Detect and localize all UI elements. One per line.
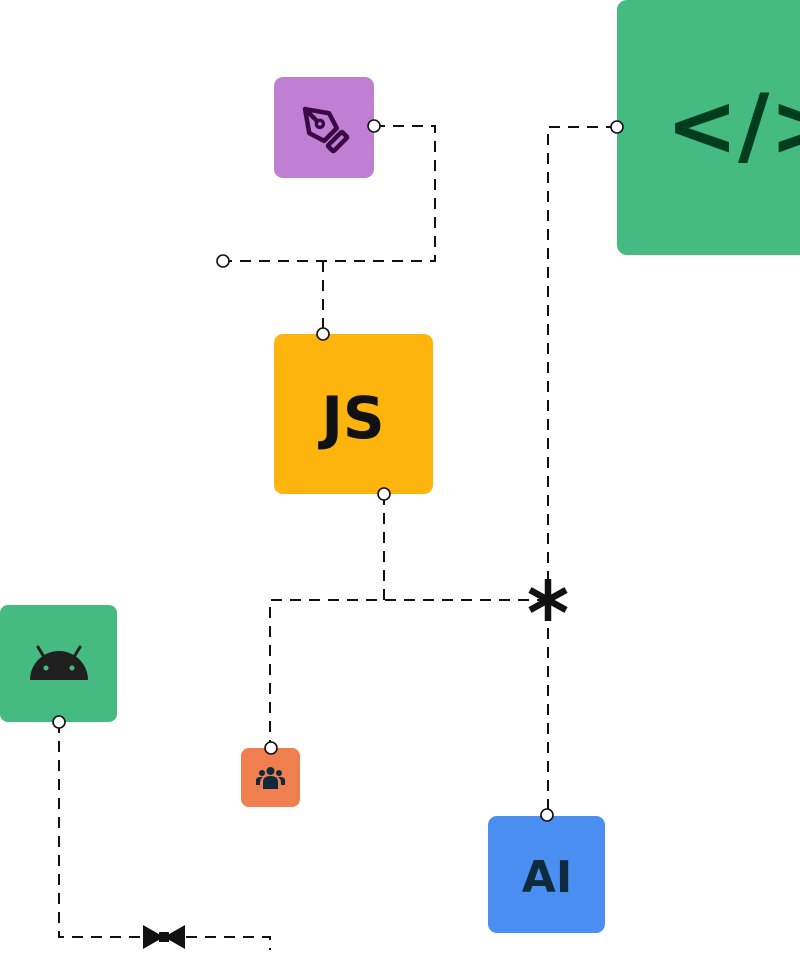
javascript-node-tile [274,334,433,494]
ai-node-label: AI [522,852,572,903]
users-icon [256,767,285,789]
asterisk-icon [528,579,568,621]
connectors [58,125,617,950]
code-node-tile [617,0,800,255]
port-left-endpoint[interactable] [216,254,230,268]
ports [52,119,624,822]
port-js-out[interactable] [377,487,391,501]
design-node-tile [274,77,374,178]
design-node[interactable] [274,77,374,178]
code-node-label: </> [666,76,800,176]
port-android-out[interactable] [52,715,66,729]
ai-node-tile [488,816,605,933]
javascript-node-label: JS [317,384,384,452]
android-icon [30,645,88,680]
connector-code-to-ai [547,126,617,815]
port-code-in[interactable] [610,120,624,134]
android-node[interactable] [0,605,117,722]
port-js-in[interactable] [316,327,330,341]
port-community-in[interactable] [264,741,278,755]
port-design-out[interactable] [367,119,381,133]
pen-tool-icon [302,106,350,154]
connector-android-to-link [58,722,271,950]
javascript-node[interactable]: JS [274,334,433,494]
code-node[interactable]: </> [617,0,800,255]
connector-design-to-js [223,125,436,334]
bowtie-icon [143,925,185,949]
community-node[interactable] [241,748,300,807]
port-ai-in[interactable] [540,808,554,822]
ai-node[interactable]: AI [488,816,605,933]
connector-js-to-community [269,494,548,748]
